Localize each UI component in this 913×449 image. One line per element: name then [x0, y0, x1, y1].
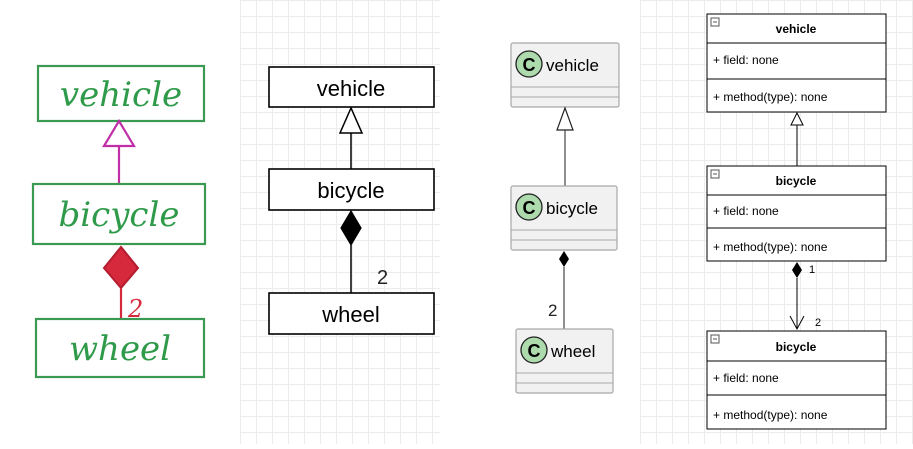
sketch-wheel-label: wheel: [69, 329, 171, 369]
drawio-navigability-arrowhead: [789, 315, 805, 331]
classic-wheel-label: wheel: [321, 302, 379, 327]
svg-text:C: C: [523, 55, 536, 75]
classic-vehicle-box: [268, 66, 435, 108]
sketch-diagram-panel: vehicle bicycle 2 wheel: [0, 0, 240, 444]
drawio-class-title: vehicle: [776, 22, 817, 36]
drawio-class-title: bicycle: [776, 340, 817, 354]
plantuml-bicycle-label: bicycle: [546, 199, 598, 218]
drawio-generalization-arrowhead: [790, 111, 804, 126]
plantuml-composition-diamond: [559, 251, 569, 267]
sketch-multiplicity: 2: [127, 295, 143, 323]
plantuml-generalization-arrowhead: [556, 106, 574, 131]
sketch-vehicle-label: vehicle: [60, 75, 182, 115]
classic-bicycle-label: bicycle: [317, 178, 384, 203]
classic-diagram: vehicle bicycle 2 wheel: [268, 66, 435, 335]
svg-text:C: C: [523, 198, 536, 218]
svg-text:C: C: [528, 341, 541, 361]
sketch-bicycle-box: [31, 182, 207, 246]
drawio-bicycle-class: bicycle + field: none + method(type): no…: [706, 165, 887, 262]
drawio-method: + method(type): none: [713, 90, 828, 104]
plantuml-vehicle-class-icon: [515, 50, 543, 78]
drawio-target-multiplicity: 2: [815, 317, 821, 329]
drawio-vehicle-class: vehicle + field: none + method(type): no…: [706, 13, 887, 113]
plantuml-multiplicity: 2: [548, 301, 557, 320]
plantuml-diagram-panel: C vehicle C bicycle 2 C wheel: [440, 0, 640, 444]
sketch-diagram: vehicle bicycle 2 wheel: [31, 64, 207, 379]
sketch-composition-diamond: [102, 245, 140, 290]
drawio-composition-diamond: [792, 262, 802, 278]
drawio-field: + field: none: [713, 371, 779, 385]
drawio-field: + field: none: [713, 204, 779, 218]
drawio-method: + method(type): none: [713, 240, 828, 254]
classic-composition-diamond: [340, 209, 362, 247]
classic-bicycle-box: [268, 168, 435, 211]
drawio-source-multiplicity: 1: [809, 264, 815, 276]
sketch-vehicle-box: [36, 64, 206, 123]
drawio-method: + method(type): none: [713, 408, 828, 422]
classic-generalization-arrowhead: [338, 106, 364, 134]
plantuml-vehicle-label: vehicle: [546, 56, 599, 75]
plantuml-wheel-class-icon: [520, 336, 548, 364]
sketch-wheel-box: [34, 317, 206, 379]
classic-wheel-box: [268, 292, 435, 335]
drawio-field: + field: none: [713, 53, 779, 67]
sketch-generalization-arrowhead: [102, 118, 136, 148]
plantuml-bicycle-class-icon: [515, 193, 543, 221]
drawio-diagram-panel: vehicle + field: none + method(type): no…: [640, 0, 913, 444]
drawio-bicycle-class-2: bicycle + field: none + method(type): no…: [706, 330, 887, 430]
plantuml-wheel-label: wheel: [550, 342, 595, 361]
classic-multiplicity: 2: [377, 267, 388, 289]
classic-vehicle-label: vehicle: [317, 76, 385, 101]
classic-diagram-panel: vehicle bicycle 2 wheel: [240, 0, 440, 444]
sketch-bicycle-label: bicycle: [59, 195, 180, 235]
drawio-diagram: vehicle + field: none + method(type): no…: [706, 13, 887, 430]
plantuml-diagram: C vehicle C bicycle 2 C wheel: [510, 42, 620, 394]
drawio-class-title: bicycle: [776, 174, 817, 188]
